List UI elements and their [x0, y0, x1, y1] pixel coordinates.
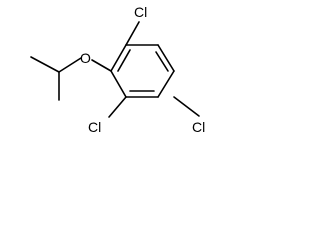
atom-label-oxygen: O [80, 50, 91, 66]
bond-ring-c6-c1 [110, 70, 127, 98]
bond-oxygen-ch [58, 57, 82, 73]
bond-c6-cl-bottom-left [108, 96, 127, 118]
bond-ch-methyl-top [30, 56, 60, 73]
bond-ring-c4-c5 [157, 70, 175, 98]
atom-label-cl-top: Cl [134, 4, 147, 20]
atom-label-cl-bottom-right: Cl [192, 119, 205, 135]
bond-c2-cl-top [125, 21, 140, 46]
bond-c4-cl-bottom-right [173, 96, 200, 117]
bond-double-inner-2 [155, 51, 169, 72]
bond-ring-c3-c4 [157, 44, 175, 72]
structure-diagram: Cl O Cl Cl [0, 0, 222, 138]
molecule-svg: Cl O Cl Cl [30, 4, 205, 135]
bond-c1-oxygen [91, 59, 112, 72]
bond-ring-c1-c2 [110, 44, 127, 72]
bond-double-inner-1 [117, 49, 131, 72]
atom-label-cl-bottom-left: Cl [88, 119, 101, 135]
